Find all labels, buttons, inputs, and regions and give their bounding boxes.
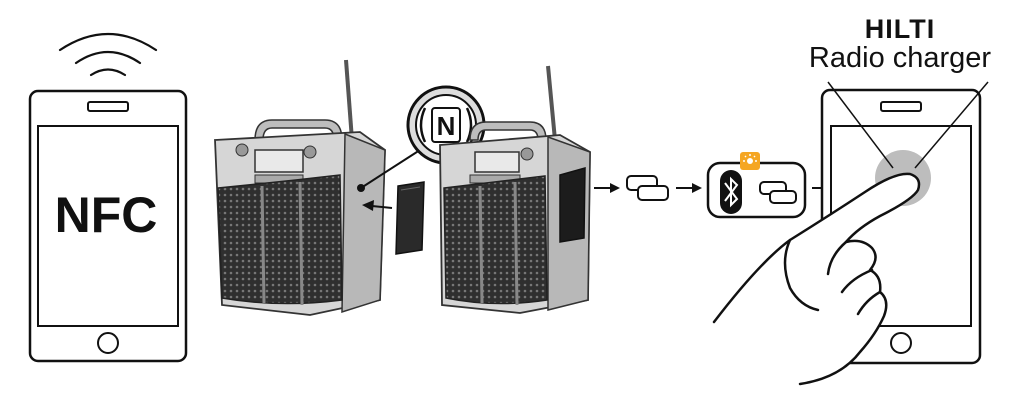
grille-divider [260, 181, 304, 306]
app-name: Radio charger [809, 42, 991, 74]
pairing-icon [626, 175, 669, 201]
radio-antenna [546, 65, 557, 141]
bluetooth-pairing-box [706, 152, 807, 219]
smartphone-nfc: NFC [28, 33, 188, 363]
app-name-pointer [827, 81, 894, 169]
pairing-icon [759, 181, 797, 204]
bluetooth-icon [724, 176, 739, 208]
radio-side [341, 132, 386, 314]
phone-being-placed [395, 181, 425, 255]
jobsite-radio-2 [439, 65, 591, 314]
jobsite-radio-1 [214, 59, 421, 316]
radio-knob [520, 147, 534, 161]
app-name-pointer [914, 81, 989, 169]
phone-speaker [87, 101, 129, 112]
phone-home-button [890, 332, 912, 354]
arrow-left-icon [362, 200, 393, 211]
nfc-tag-glyph: N [437, 111, 456, 141]
phone-speaker [880, 101, 922, 112]
arrow-right-icon [676, 183, 702, 193]
grille-divider [478, 181, 519, 306]
phone-home-button [97, 332, 119, 354]
radio-knob [303, 145, 317, 159]
callout-line [360, 149, 421, 189]
phone-screen [37, 125, 179, 327]
arrow-right-icon [594, 183, 620, 193]
radio-knob [235, 143, 249, 157]
nfc-label: NFC [55, 187, 158, 243]
radio-display [474, 151, 520, 173]
brand-logo: HILTI [865, 14, 935, 44]
speaker-grille [443, 175, 548, 305]
radio-display [254, 149, 304, 173]
attached-phone [559, 167, 586, 243]
speaker-grille [217, 174, 343, 305]
pointing-hand-icon [712, 172, 921, 386]
nfc-signal-waves-icon [58, 33, 158, 77]
radio-antenna [344, 59, 354, 141]
